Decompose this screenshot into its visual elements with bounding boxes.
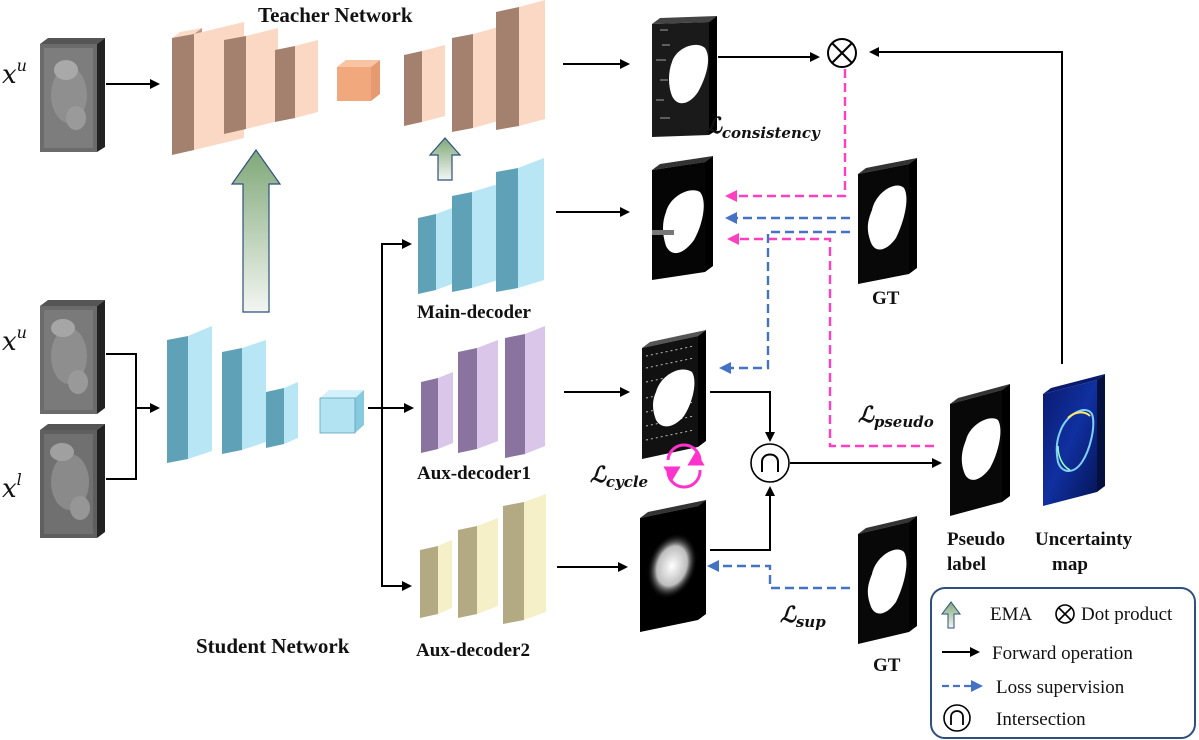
aux-decoder2-prediction-map xyxy=(640,500,706,632)
ema-arrow-decoder xyxy=(428,137,462,181)
legend-dot-product-icon xyxy=(1055,604,1075,624)
pseudo-label-label-line2: label xyxy=(947,554,986,575)
legend-ema-icon xyxy=(941,601,961,629)
intersection-operator xyxy=(750,443,790,483)
teacher-input-image xyxy=(40,38,105,152)
legend-intersection-icon xyxy=(943,704,971,732)
uncertainty-map-label-line1: Uncertainty xyxy=(1035,529,1133,550)
uncertainty-map xyxy=(1043,374,1105,506)
student-unlabeled-input-image xyxy=(40,300,105,414)
teacher-network-title: Teacher Network xyxy=(258,3,413,27)
aux-decoder1-label: Aux-decoder1 xyxy=(417,463,531,484)
cycle-icon xyxy=(663,443,705,489)
teacher-bottleneck xyxy=(337,60,380,101)
legend-loss-supervision-label: Loss supervision xyxy=(996,677,1125,698)
legend-intersection-label: Intersection xyxy=(996,709,1086,730)
ground-truth-top-label: GT xyxy=(872,288,900,309)
sup-loss-label: ℒsup xyxy=(780,602,826,631)
pseudo-supervision-arrows xyxy=(725,69,934,448)
aux-decoder1-prediction-map xyxy=(642,330,706,459)
loss-supervision-arrows xyxy=(707,212,850,590)
student-labeled-input-image xyxy=(40,424,105,538)
main-decoder-blocks xyxy=(418,158,544,294)
student-unlabeled-input-label: xu xyxy=(2,323,27,357)
uncertainty-map-label-line2: map xyxy=(1052,554,1088,575)
legend-dot-product-label: Dot product xyxy=(1081,604,1173,625)
teacher-input-label: xu xyxy=(2,56,27,90)
forward-arrows xyxy=(106,47,1063,591)
teacher-encoder xyxy=(172,22,318,155)
student-encoder xyxy=(167,326,298,463)
teacher-decoder xyxy=(404,0,545,132)
legend-forward-label: Forward operation xyxy=(992,643,1133,664)
main-decoder-label: Main-decoder xyxy=(417,302,532,323)
aux-decoder2-blocks xyxy=(420,494,546,624)
cycle-loss-label: ℒcycle xyxy=(590,462,648,491)
student-bottleneck xyxy=(319,390,364,434)
main-decoder-prediction-map xyxy=(652,156,713,280)
ema-arrow-encoder xyxy=(230,148,282,313)
pseudo-loss-label: ℒpseudo xyxy=(858,402,934,431)
teacher-prediction-map xyxy=(652,16,717,137)
pseudo-label-map xyxy=(950,384,1010,516)
ground-truth-bottom-label: GT xyxy=(873,655,901,676)
aux-decoder1-blocks xyxy=(421,326,545,458)
dot-product-operator xyxy=(827,38,857,68)
pseudo-label-label-line1: Pseudo xyxy=(947,529,1005,550)
consistency-loss-label: ℒconsistency xyxy=(706,113,821,142)
student-labeled-input-label: xl xyxy=(2,470,22,504)
ground-truth-top-map xyxy=(858,158,917,284)
legend-ema-label: EMA xyxy=(990,604,1033,625)
legend: EMA Dot product Forward operation Loss s… xyxy=(930,587,1196,739)
ground-truth-bottom-map xyxy=(858,516,917,644)
student-network-title: Student Network xyxy=(196,634,350,658)
aux-decoder2-label: Aux-decoder2 xyxy=(416,640,530,661)
